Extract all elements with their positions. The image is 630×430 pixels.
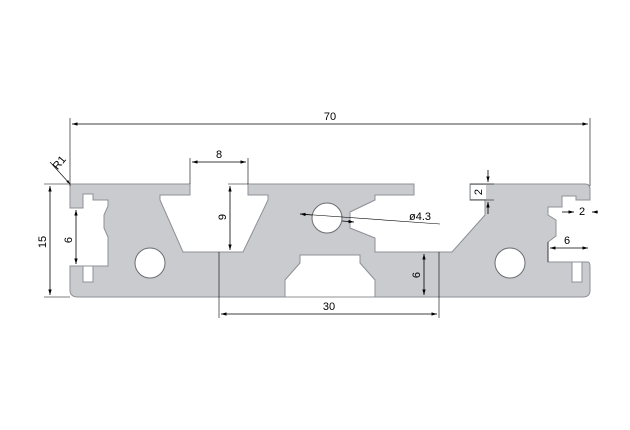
extrusion-profile — [69, 183, 591, 298]
dim-label-right-inner: 6 — [564, 235, 570, 247]
right-slot-notch — [571, 261, 583, 283]
dim-label-radius: R1 — [51, 154, 69, 172]
right-bore-hole — [494, 247, 526, 279]
diameter-leader — [299, 213, 441, 225]
dim-label-center-depth: 6 — [411, 272, 423, 278]
left-slot-notch — [82, 265, 94, 283]
dim-label-height: 15 — [37, 236, 49, 248]
center-bore-hole — [311, 202, 343, 234]
center-t-slot — [284, 254, 376, 298]
dim-label-box — [575, 203, 590, 217]
dim-label-box — [471, 185, 486, 199]
dim-label-left-inner: 6 — [63, 237, 75, 243]
diameter-arrow — [341, 219, 355, 224]
left-bore-hole — [134, 247, 166, 279]
dim-label-lip-top: 2 — [473, 189, 485, 195]
dim-label-hole-diameter: ø4.3 — [409, 211, 431, 223]
dim-label-overall-width: 70 — [324, 111, 336, 123]
diameter-arrow — [299, 212, 313, 217]
dim-label-center-spacing: 30 — [323, 301, 335, 313]
dim-label-slot-width: 8 — [216, 149, 222, 161]
dim-label-lip-right: 2 — [579, 206, 585, 218]
dim-label-slot-depth: 9 — [217, 214, 229, 220]
radius-leader — [49, 161, 71, 185]
